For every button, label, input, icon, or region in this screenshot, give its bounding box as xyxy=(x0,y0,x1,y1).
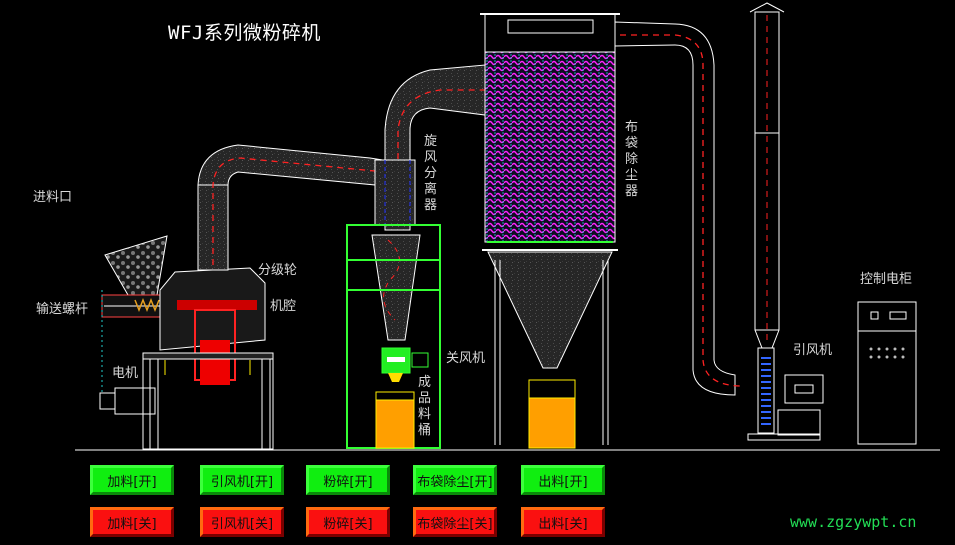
fan-on-button[interactable]: 引风机[开] xyxy=(200,465,284,495)
page-title: WFJ系列微粉碎机 xyxy=(168,22,321,44)
label-motor: 电机 xyxy=(112,366,139,381)
feed-hopper xyxy=(104,235,168,296)
bag-filter xyxy=(480,13,620,449)
feed-off-button[interactable]: 加料[关] xyxy=(90,507,174,537)
website-watermark: www.zgzywpt.cn xyxy=(790,513,917,531)
label-classifier-wheel: 分级轮 xyxy=(258,263,298,278)
grind-on-button[interactable]: 粉碎[开] xyxy=(306,465,390,495)
exhaust-fan xyxy=(747,2,824,441)
discharge-on-button[interactable]: 出料[开] xyxy=(521,465,605,495)
control-cabinet xyxy=(857,301,917,445)
grind-off-button[interactable]: 粉碎[关] xyxy=(306,507,390,537)
dust-filter-off-button[interactable]: 布袋除尘[关] xyxy=(413,507,497,537)
label-screw-conveyor: 输送螺杆 xyxy=(36,302,89,317)
duct-filter-to-fan xyxy=(614,21,736,396)
label-chamber: 机腔 xyxy=(270,299,297,314)
fan-off-button[interactable]: 引风机[关] xyxy=(200,507,284,537)
label-control-cabinet: 控制电柜 xyxy=(860,272,913,287)
label-fan: 引风机 xyxy=(793,343,833,358)
feed-on-button[interactable]: 加料[开] xyxy=(90,465,174,495)
mill-unit xyxy=(99,184,274,450)
label-feed-inlet: 进料口 xyxy=(33,190,73,205)
label-bag-filter: 布袋除尘器 xyxy=(625,120,639,199)
mill-motor xyxy=(114,387,156,415)
duct-mill-to-cyclone xyxy=(197,144,406,201)
label-airlock: 关风机 xyxy=(446,351,486,366)
label-cyclone: 旋风分离器 xyxy=(424,134,438,213)
dust-filter-on-button[interactable]: 布袋除尘[开] xyxy=(413,465,497,495)
discharge-off-button[interactable]: 出料[关] xyxy=(521,507,605,537)
cyclone-separator xyxy=(346,64,486,449)
label-product-bin: 成品料桶 xyxy=(418,375,432,438)
